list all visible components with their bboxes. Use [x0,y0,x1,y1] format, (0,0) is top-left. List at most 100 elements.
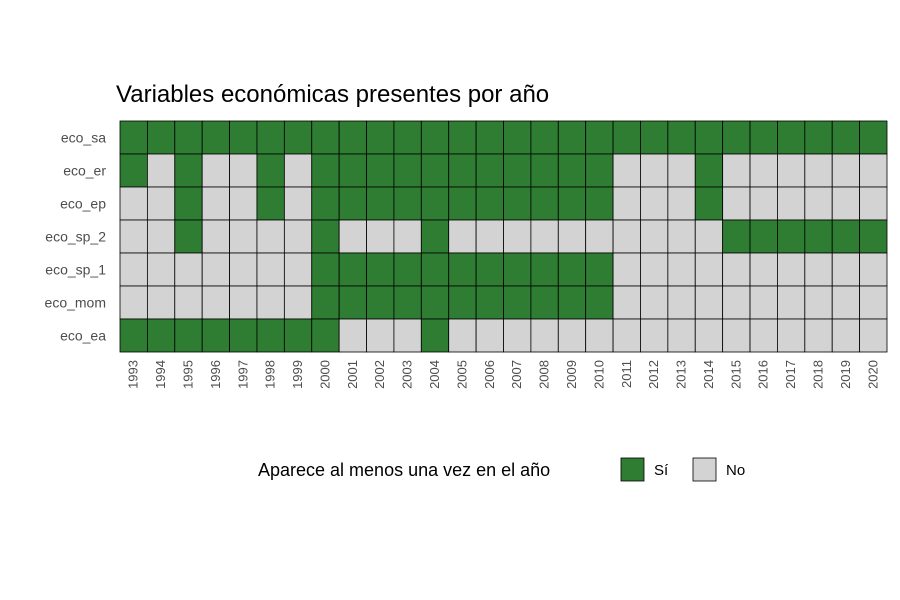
heatmap-cell-eco_sp_1-2011 [612,252,641,287]
heatmap-cell-eco_sp_2-1996 [201,219,230,254]
x-tick-label: 2001 [345,360,360,389]
heatmap-cell-eco_sa-2014 [694,120,724,155]
heatmap-cell-eco_sa-2001 [338,120,367,155]
heatmap-cell-eco_ep-2003 [393,186,422,221]
legend-item-label: Sí [654,462,669,479]
x-tick-label: 2007 [509,360,524,389]
heatmap-cell-eco_sp_1-2003 [393,252,422,287]
heatmap-cell-eco_ea-2007 [503,318,532,353]
heatmap-cell-eco_mom-2010 [585,285,614,320]
heatmap-cell-eco_sp_2-2002 [366,219,395,254]
x-tick-label: 2018 [811,360,826,389]
heatmap-cell-eco_sp_2-2015 [722,219,751,254]
heatmap-cell-eco_sp_1-1999 [283,252,313,287]
heatmap-cell-eco_sa-1998 [256,120,285,155]
x-tick-label: 2002 [372,360,387,389]
legend-item: No [692,457,745,482]
x-tick-label: 2016 [756,360,771,389]
heatmap-cell-eco_er-1995 [174,153,203,188]
heatmap-cell-eco_ea-2005 [448,318,477,353]
heatmap-cell-eco_mom-1993 [119,285,148,320]
heatmap-cell-eco_er-2010 [585,153,614,188]
heatmap-cell-eco_sa-2020 [859,120,888,155]
y-tick-label: eco_mom [45,295,106,311]
heatmap-cell-eco_mom-2003 [393,285,422,320]
heatmap-cell-eco_ep-2016 [749,186,778,221]
heatmap-cell-eco_ep-2015 [722,186,751,221]
heatmap-cell-eco_ep-2000 [311,186,340,221]
heatmap-cell-eco_mom-2006 [475,285,504,320]
y-tick-label: eco_sa [61,130,106,146]
heatmap-cell-eco_mom-1994 [146,285,176,320]
heatmap-cell-eco_er-2008 [530,153,559,188]
heatmap-cell-eco_mom-2007 [503,285,532,320]
heatmap-cell-eco_ea-2002 [366,318,395,353]
heatmap-cell-eco_sp_1-2004 [420,252,450,287]
heatmap-cell-eco_ea-2011 [612,318,641,353]
legend-item-label: No [726,462,745,479]
heatmap-cell-eco_ep-1994 [146,186,176,221]
heatmap-cell-eco_mom-1996 [201,285,230,320]
heatmap-cell-eco_ea-2012 [640,318,669,353]
heatmap-cell-eco_sa-2009 [557,120,587,155]
heatmap-cell-eco_sp_2-2006 [475,219,504,254]
heatmap-cell-eco_sp_1-2017 [777,252,806,287]
x-tick-label: 2004 [427,360,442,389]
heatmap-cell-eco_sp_2-2016 [749,219,778,254]
heatmap-cell-eco_sa-2010 [585,120,614,155]
chart-title: Variables económicas presentes por año [116,81,549,108]
heatmap-cell-eco_sp_2-2020 [859,219,888,254]
heatmap-cell-eco_er-2002 [366,153,395,188]
heatmap-cell-eco_ep-2005 [448,186,477,221]
heatmap-cell-eco_sp_1-2013 [667,252,696,287]
heatmap-cell-eco_sp_1-2007 [503,252,532,287]
heatmap-cell-eco_sp_2-2008 [530,219,559,254]
x-tick-label: 1994 [153,360,168,389]
heatmap-cell-eco_sp_1-2018 [804,252,833,287]
heatmap-cell-eco_mom-2009 [557,285,587,320]
heatmap-cell-eco_mom-2005 [448,285,477,320]
heatmap-cell-eco_er-1994 [146,153,176,188]
heatmap-cell-eco_ep-2008 [530,186,559,221]
heatmap-cell-eco_er-2014 [694,153,724,188]
heatmap-cell-eco_sa-1994 [146,120,176,155]
heatmap-cell-eco_sa-2017 [777,120,806,155]
heatmap-cell-eco_ea-2020 [859,318,888,353]
heatmap-cell-eco_er-2009 [557,153,587,188]
x-tick-label: 2000 [317,360,332,389]
heatmap-cell-eco_sa-2000 [311,120,340,155]
heatmap-cell-eco_ep-2013 [667,186,696,221]
legend-item: Sí [620,457,669,482]
heatmap-cell-eco_er-2003 [393,153,422,188]
heatmap-cell-eco_sp_2-2010 [585,219,614,254]
x-tick-label: 2005 [454,360,469,389]
heatmap-cell-eco_er-2020 [859,153,888,188]
heatmap-cell-eco_sp_1-2000 [311,252,340,287]
heatmap-cell-eco_ep-2011 [612,186,641,221]
heatmap-cell-eco_sp_1-2006 [475,252,504,287]
heatmap-cell-eco_ea-2003 [393,318,422,353]
heatmap-cell-eco_er-2012 [640,153,669,188]
heatmap-cell-eco_sp_2-1994 [146,219,176,254]
heatmap-cell-eco_sp_2-2009 [557,219,587,254]
heatmap-cell-eco_sp_1-1993 [119,252,148,287]
heatmap-cell-eco_er-2016 [749,153,778,188]
heatmap-cell-eco_sp_2-2013 [667,219,696,254]
heatmap-cell-eco_sp_2-2017 [777,219,806,254]
heatmap-cell-eco_ep-1998 [256,186,285,221]
heatmap-cell-eco_sa-2018 [804,120,833,155]
heatmap-cell-eco_sa-2012 [640,120,669,155]
heatmap-cell-eco_mom-2018 [804,285,833,320]
heatmap-cell-eco_sp_1-2010 [585,252,614,287]
heatmap-cell-eco_ep-2001 [338,186,367,221]
heatmap-cells [119,120,888,353]
heatmap-cell-eco_sp_2-2000 [311,219,340,254]
heatmap-cell-eco_ea-2008 [530,318,559,353]
heatmap-cell-eco_sp_1-2019 [831,252,861,287]
heatmap-cell-eco_mom-2000 [311,285,340,320]
heatmap-cell-eco_sa-1996 [201,120,230,155]
heatmap-cell-eco_er-2013 [667,153,696,188]
heatmap-cell-eco_mom-2011 [612,285,641,320]
heatmap-cell-eco_sa-1999 [283,120,313,155]
x-tick-label: 2010 [591,360,606,389]
